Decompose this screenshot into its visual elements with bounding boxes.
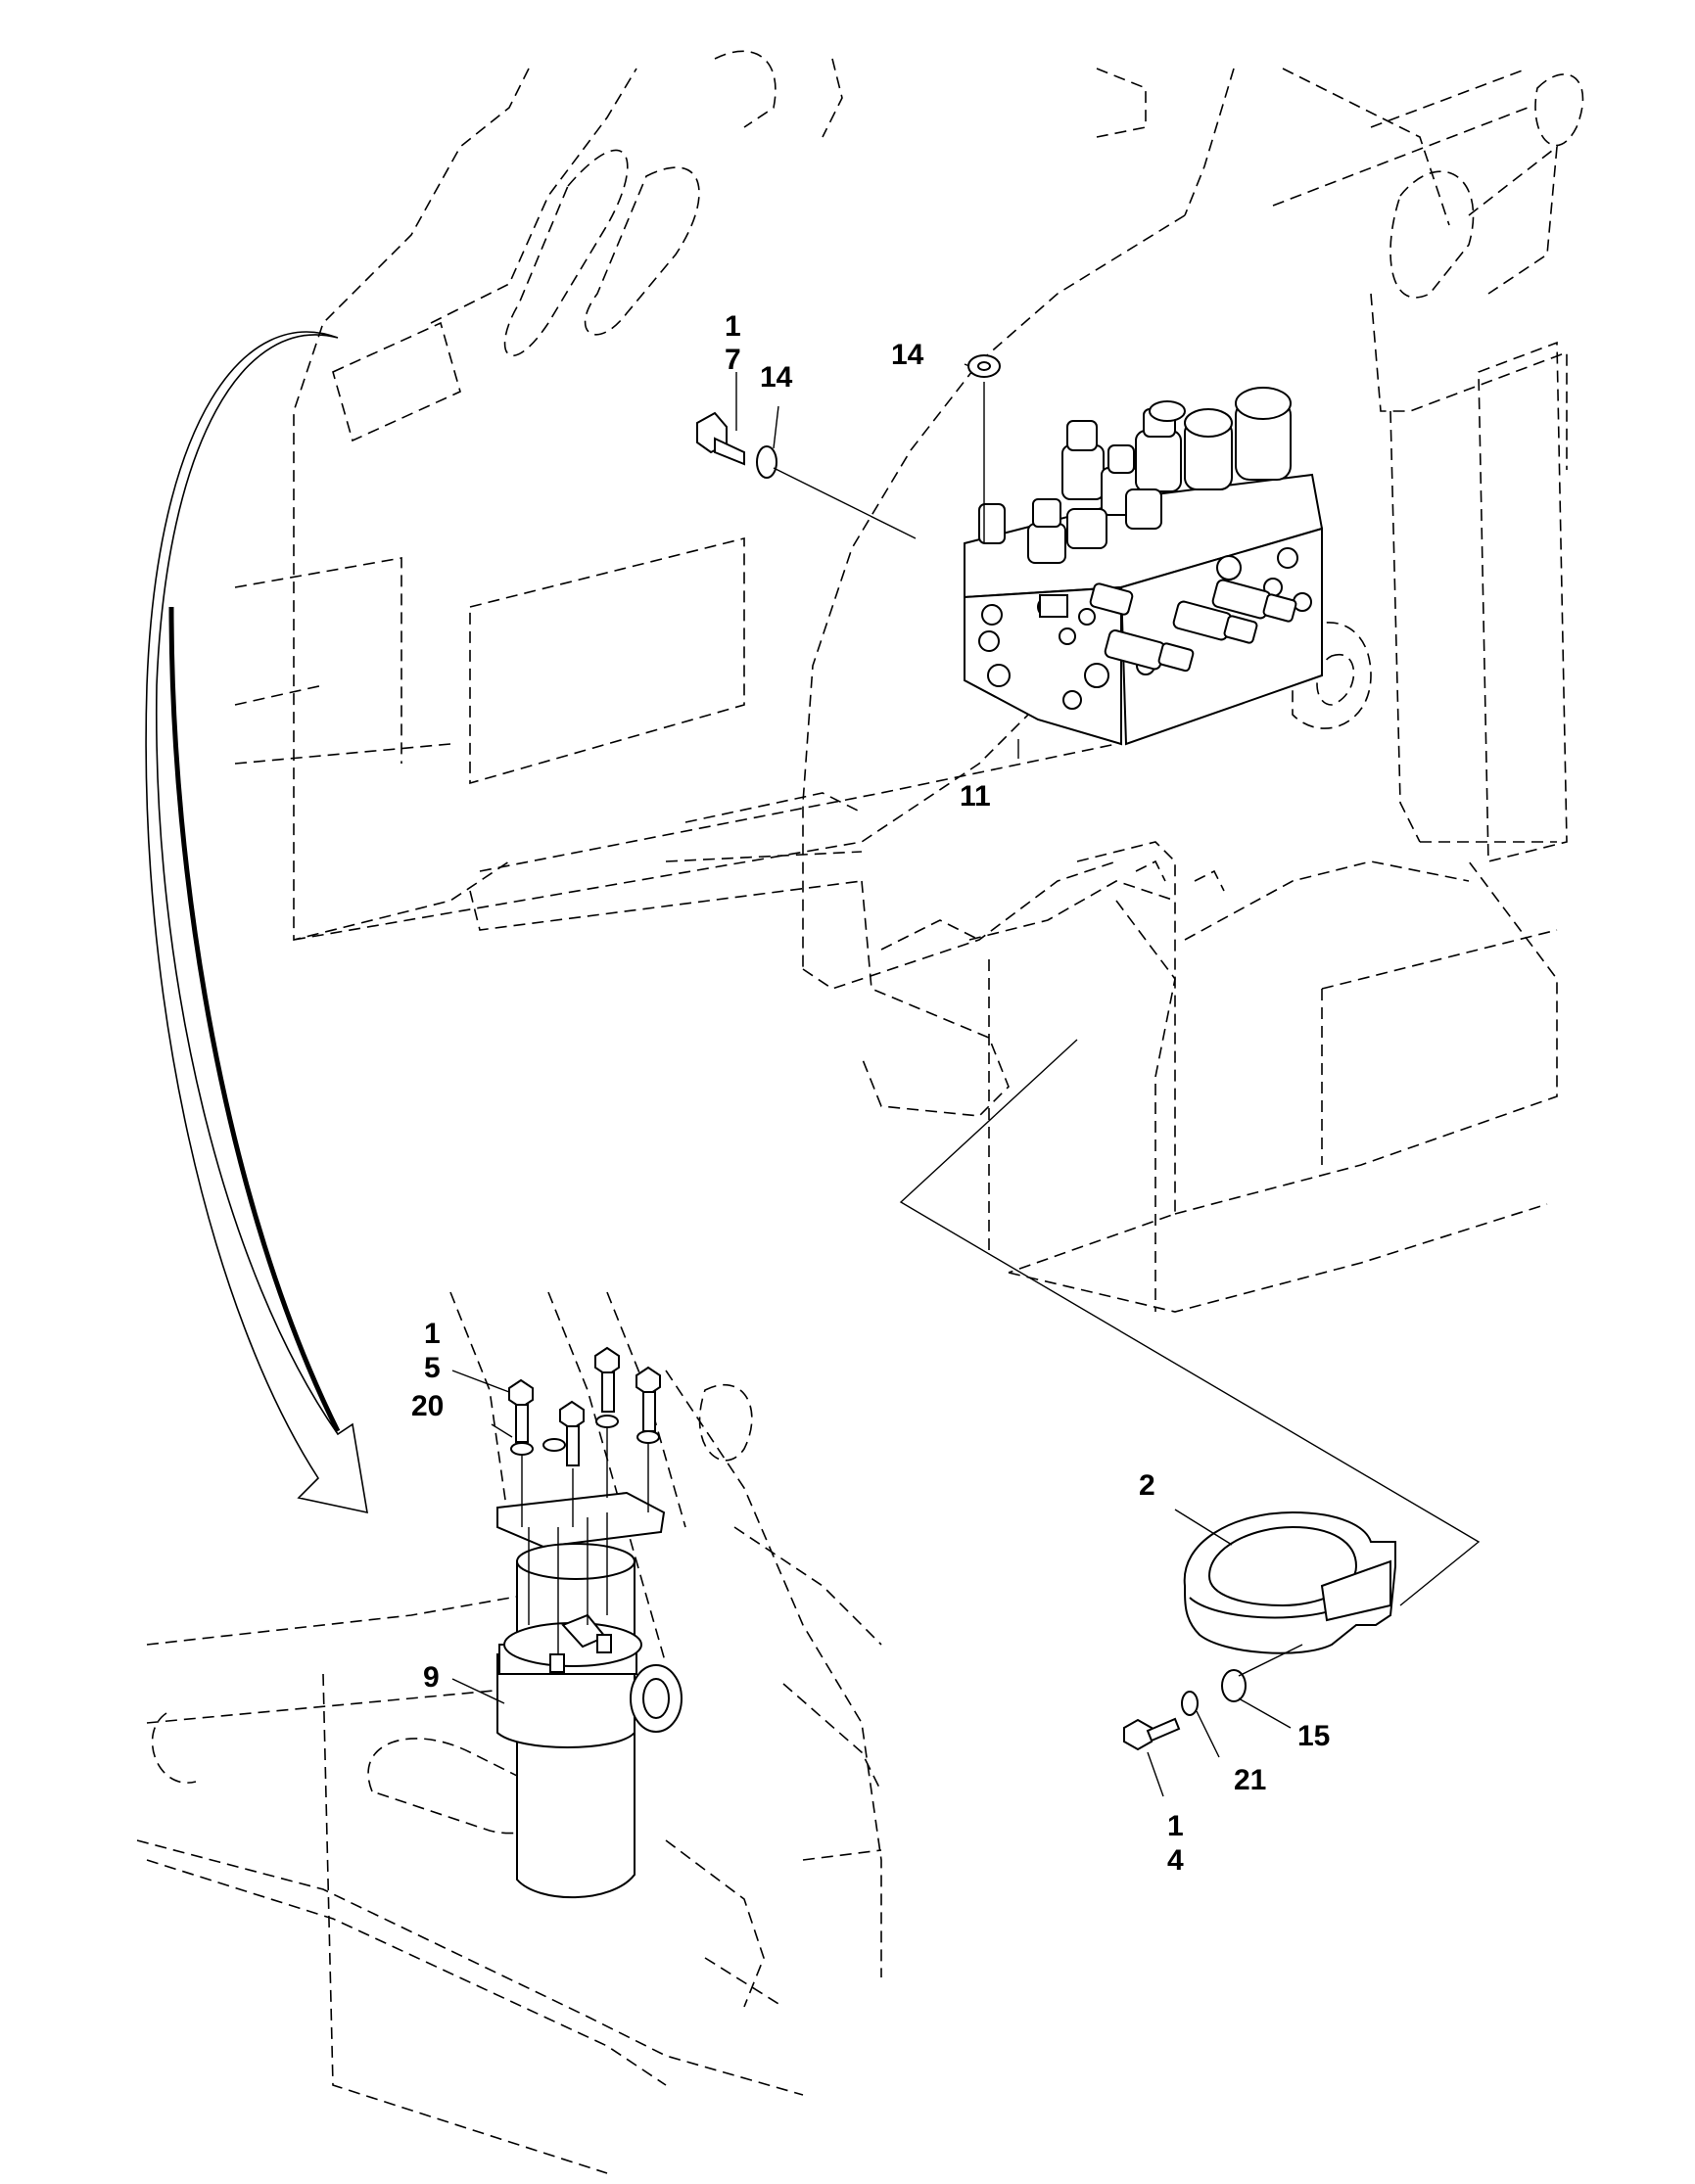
- callout-horn-2: 2: [1139, 1469, 1155, 1502]
- callout-filter-1: 1: [424, 1318, 441, 1350]
- callout-valve-top-washer-14: 14: [891, 339, 924, 371]
- horn-fasteners: [1123, 1644, 1303, 1751]
- machine-frame-outline: [136, 50, 1584, 2174]
- callout-labels: 1 7 14 14 11 1 5 20 9 2 15 21 1 4: [411, 310, 1330, 1877]
- filter-bolts: [508, 1346, 661, 1527]
- valve-block: [964, 387, 1324, 746]
- callout-horn-15: 15: [1297, 1720, 1330, 1752]
- view-arrow: [145, 331, 368, 1514]
- callout-filter-9: 9: [423, 1661, 440, 1694]
- callout-valve-1: 1: [725, 310, 741, 343]
- callout-valve-block-11: 11: [960, 780, 991, 813]
- horn-location-leader: [899, 1039, 1481, 1606]
- callout-filter-5: 5: [424, 1352, 441, 1384]
- valve-washer: [756, 445, 777, 479]
- callout-leaders: [451, 363, 1292, 1797]
- filter-assembly: [496, 1491, 683, 1899]
- callout-valve-7: 7: [725, 344, 741, 376]
- callout-horn-1: 1: [1167, 1810, 1184, 1842]
- horn: [1183, 1510, 1396, 1654]
- callout-filter-20: 20: [411, 1390, 444, 1422]
- callout-horn-4: 4: [1167, 1844, 1184, 1877]
- valve-bolt-axis: [773, 467, 917, 539]
- valve-bolt: [696, 411, 745, 466]
- callout-horn-21: 21: [1234, 1764, 1266, 1796]
- callout-valve-washer-14: 14: [760, 361, 793, 394]
- valve-top-washer-hole: [977, 361, 991, 371]
